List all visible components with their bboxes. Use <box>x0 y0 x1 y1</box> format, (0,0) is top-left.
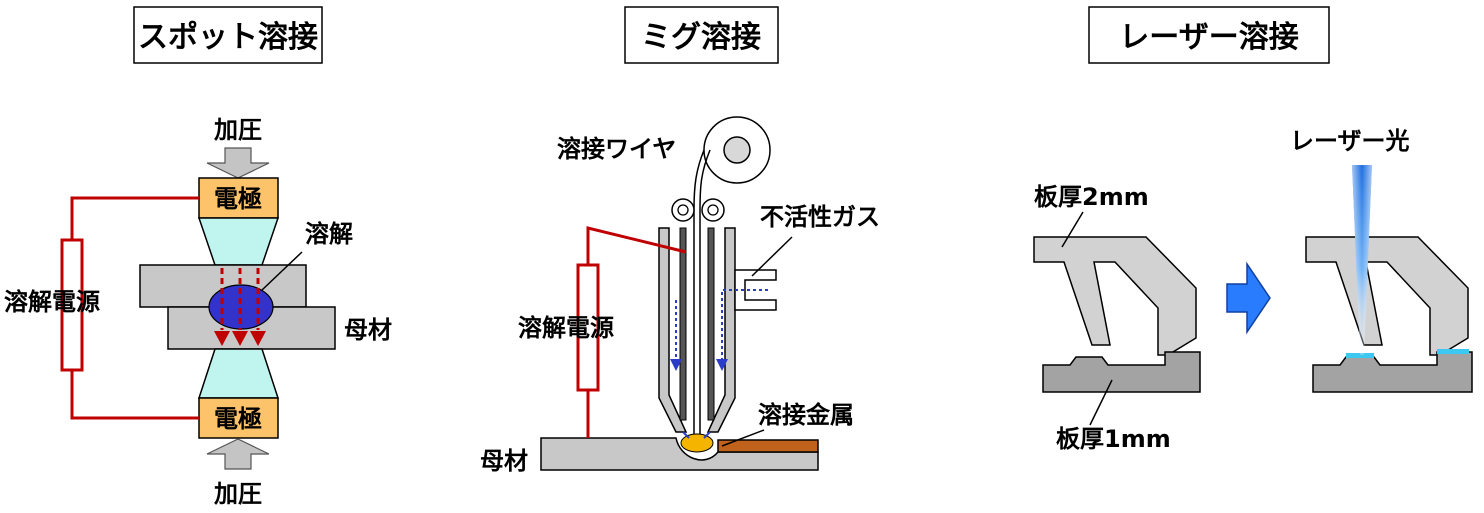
laser-title: レーザー溶接 <box>1119 20 1298 55</box>
inert-gas-leader <box>751 236 793 277</box>
thin-plate-before <box>1042 351 1201 393</box>
pressure-up-arrow <box>206 438 270 470</box>
weld-pool <box>680 433 714 453</box>
feed-roller-left-hub <box>677 204 689 216</box>
mig-power-source-label: 溶解電源 <box>518 314 614 342</box>
thick-plate-before <box>1033 236 1197 356</box>
mig-inert-gas-label: 不活性ガス <box>760 203 880 231</box>
mig-weld-metal-label: 溶接金属 <box>758 401 854 429</box>
spot-circuit-wire <box>70 196 199 420</box>
electrode-bottom-label: 電極 <box>214 405 262 433</box>
spot-pressure-top-label: 加圧 <box>214 116 262 144</box>
process-arrow-icon <box>1226 261 1271 335</box>
torch-nozzle-right <box>706 227 736 433</box>
torch-nozzle <box>658 227 688 433</box>
mig-base-metal-label: 母材 <box>480 447 528 475</box>
current-flow-arrows <box>220 268 260 330</box>
spot-title: スポット溶接 <box>138 20 318 55</box>
weld-seam-right <box>1437 349 1469 354</box>
electrode-tip-top <box>197 217 280 266</box>
spot-base-metal-label: 母材 <box>344 316 392 344</box>
weld-metal-leader <box>721 429 765 447</box>
electrode-top-label: 電極 <box>214 185 262 213</box>
welding-wire-inner <box>699 149 711 440</box>
spot-welding-panel: スポット溶接 加圧 電極 溶解 電極 加圧 <box>4 6 392 508</box>
mig-circuit-wire <box>586 226 687 438</box>
spot-title-box <box>133 6 323 64</box>
thickness-bottom-label: 板厚1mm <box>1056 425 1171 453</box>
welding-wire <box>693 149 705 440</box>
laser-welding-panel: レーザー溶接 板厚2mm 板厚1mm レーザー光 <box>1033 6 1473 453</box>
thin-plate-after <box>1312 351 1473 393</box>
pressure-down-arrow <box>206 147 270 179</box>
spool-hub <box>723 136 751 164</box>
mig-power-source <box>576 263 600 392</box>
laser-beam-highlight <box>1352 165 1372 355</box>
mig-base-metal <box>540 437 819 471</box>
thick-plate-after <box>1305 236 1469 356</box>
contact-tube-left <box>679 227 687 421</box>
laser-beam-label: レーザー光 <box>1290 127 1410 155</box>
spot-power-source <box>60 238 84 372</box>
weld-bead <box>717 439 819 453</box>
electrode-bottom <box>198 397 279 439</box>
thickness-bottom-leader <box>1089 379 1113 426</box>
weld-seam-left <box>1346 353 1374 358</box>
gas-flow-line <box>716 289 768 371</box>
arc-sparks <box>682 431 711 439</box>
spot-melt-label: 溶解 <box>305 220 353 248</box>
electrode-top <box>198 177 279 219</box>
mig-welding-panel: ミグ溶接 溶接ワイヤ 不活性ガス 溶接金属 母材 <box>480 6 880 475</box>
mig-title: ミグ溶接 <box>641 20 761 55</box>
melt-leader-line <box>261 251 303 291</box>
laser-title-box <box>1088 6 1330 64</box>
spot-power-source-label: 溶解電源 <box>4 288 100 316</box>
mig-title-box <box>624 6 779 64</box>
thickness-top-label: 板厚2mm <box>1034 183 1149 211</box>
thickness-top-leader <box>1061 211 1084 248</box>
gas-inlet-pipe <box>734 269 777 311</box>
spot-pressure-bottom-label: 加圧 <box>214 480 262 508</box>
current-arrowheads <box>214 331 266 346</box>
feed-roller-right-hub <box>707 204 719 216</box>
electrode-tip-bottom <box>197 348 280 399</box>
mig-wire-label: 溶接ワイヤ <box>557 135 676 163</box>
contact-tube-right <box>707 227 715 421</box>
